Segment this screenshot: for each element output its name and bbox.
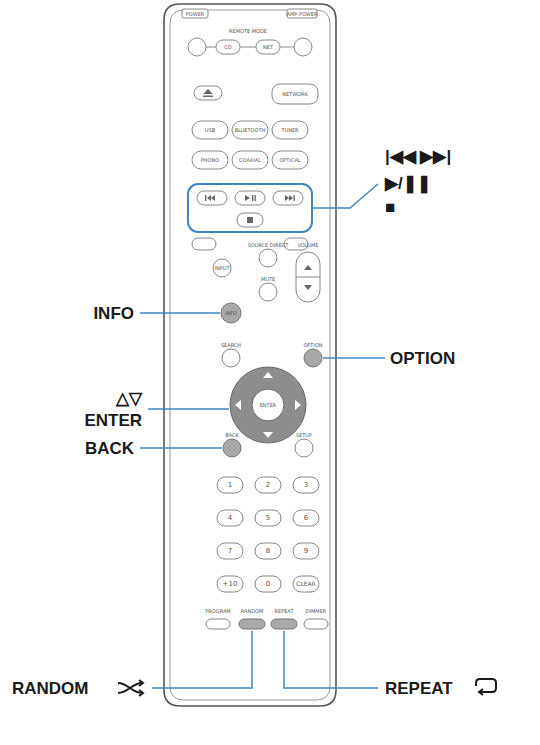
button-label: CD	[224, 45, 231, 50]
button-label: REPEAT	[275, 609, 294, 614]
button-label: CLEAR	[296, 581, 316, 587]
button-label: OPTICAL	[279, 158, 300, 163]
callout-label: BACK	[85, 440, 134, 457]
button-label: REMOTE MODE	[229, 29, 267, 34]
remote-body	[164, 4, 336, 706]
callout-label: RANDOM	[12, 680, 89, 697]
button-label: TUNER	[281, 128, 298, 133]
button-label: USB	[205, 128, 215, 133]
callout-label: ▶/❚❚	[385, 175, 431, 192]
callout-label: ENTER	[84, 412, 142, 429]
button-label: 4	[228, 515, 232, 522]
callout-label: △▽	[116, 390, 142, 407]
callout-label: REPEAT	[385, 680, 453, 697]
button-label: VOLUME	[298, 243, 319, 248]
callout-label: |◀◀ ▶▶|	[385, 148, 451, 165]
button-label: 6	[304, 515, 308, 522]
button-label: NETWORK	[282, 92, 308, 97]
button-label: POWER	[186, 11, 205, 16]
button-label: MUTE	[261, 277, 275, 282]
button-label: 7	[228, 548, 232, 555]
button-label: 3	[304, 482, 308, 489]
button-label: 2	[266, 482, 270, 489]
button-label: AMP POWER	[287, 11, 318, 16]
button-label: SEARCH	[221, 343, 241, 348]
button-label: DIMMER	[306, 609, 327, 614]
leader-lines	[140, 184, 385, 688]
button-label: ENTER	[260, 403, 277, 408]
button-icons	[203, 89, 312, 290]
mode-icons	[118, 679, 496, 696]
buttons	[182, 9, 328, 629]
button-label: 0	[266, 581, 270, 588]
button-label: PROGRAM	[205, 609, 230, 614]
button-label: INPUT	[215, 266, 230, 271]
button-label: 8	[266, 548, 270, 555]
button-label: BLUETOOTH	[235, 128, 266, 133]
button-label: +10	[223, 581, 238, 588]
button-label: OPTION	[303, 343, 322, 348]
highlight-group	[188, 184, 312, 232]
callout-label: OPTION	[390, 350, 455, 367]
button-label: 9	[304, 548, 308, 555]
callout-label: ■	[385, 199, 395, 216]
button-label: INFO	[225, 311, 237, 316]
button-label: SOURCE DIRECT	[248, 243, 289, 248]
button-label: 5	[266, 515, 270, 522]
button-label: SETUP	[296, 433, 312, 438]
button-label: PHONO	[201, 158, 219, 163]
button-label: BACK	[225, 433, 239, 438]
highlighted-buttons	[221, 303, 322, 629]
callout-label: INFO	[93, 305, 134, 322]
button-label: RANDOM	[241, 609, 264, 614]
button-label: NET	[263, 45, 273, 50]
button-label: COAXIAL	[239, 158, 261, 163]
button-label: 1	[228, 482, 232, 489]
